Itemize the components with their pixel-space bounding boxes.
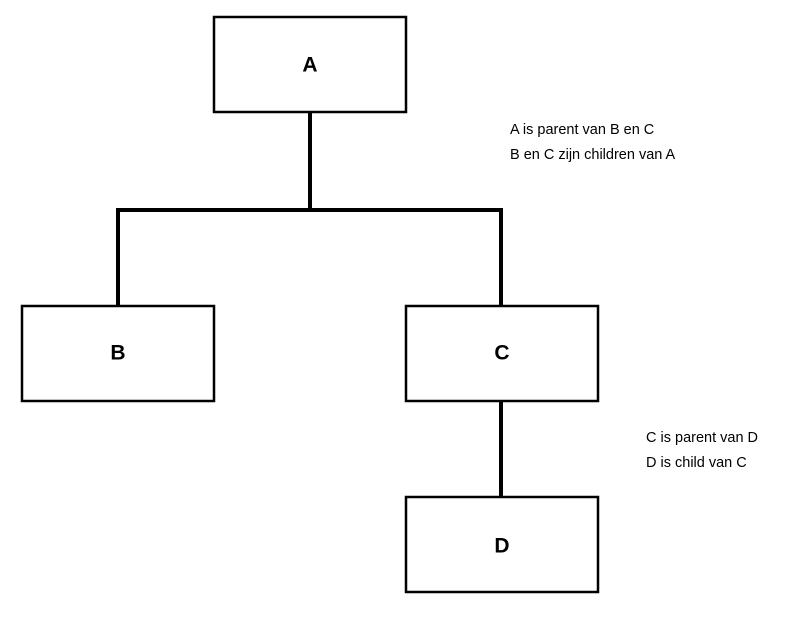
node-c-label: C	[494, 342, 509, 365]
annotation-top-line-2: B en C zijn children van A	[510, 147, 676, 163]
node-d-label: D	[494, 535, 509, 558]
node-d: D	[404, 495, 600, 594]
annotation-top: A is parent van B en C B en C zijn child…	[510, 122, 676, 163]
annotation-bottom-line-2: D is child van C	[646, 455, 747, 471]
node-c: C	[404, 304, 600, 403]
annotation-bottom: C is parent van D D is child van C	[646, 430, 758, 471]
node-a-label: A	[302, 54, 317, 77]
node-d-box	[404, 495, 600, 594]
node-b-box	[20, 304, 216, 403]
node-b: B	[20, 304, 216, 403]
node-c-box	[404, 304, 600, 403]
node-b-label: B	[110, 342, 125, 365]
node-a: A	[212, 15, 408, 114]
node-a-box	[212, 15, 408, 114]
annotation-top-line-1: A is parent van B en C	[510, 122, 654, 138]
annotation-bottom-line-1: C is parent van D	[646, 430, 758, 446]
